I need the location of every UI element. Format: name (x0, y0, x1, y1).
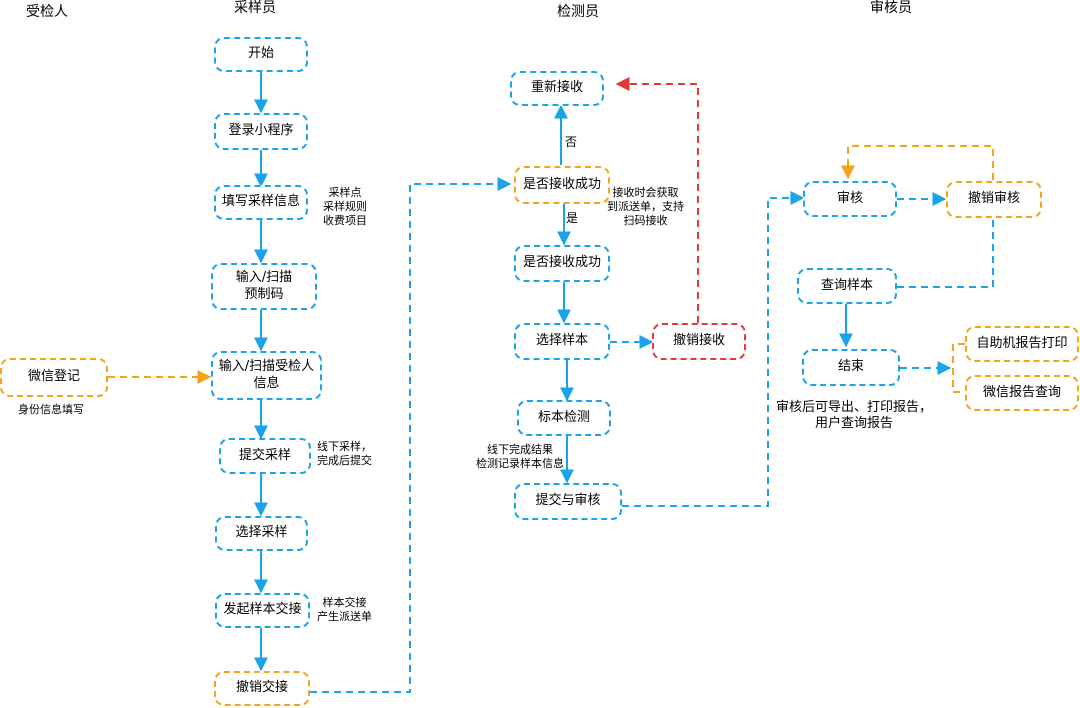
lane-header-reviewer: 审核员 (870, 0, 912, 16)
node-scan-precode[interactable]: 输入/扫描 预制码 (211, 263, 317, 310)
node-re-receive[interactable]: 重新接收 (510, 71, 604, 106)
node-submit-sampling[interactable]: 提交采样 (219, 438, 311, 474)
node-end[interactable]: 结束 (802, 349, 900, 386)
dash-submit-review (622, 191, 805, 507)
bracket-outputs (952, 343, 965, 393)
node-query-sample[interactable]: 查询样本 (797, 268, 897, 304)
note-review-after: 审核后可导出、打印报告， 用户查询报告 (776, 400, 933, 432)
node-wechat-query[interactable]: 微信报告查询 (965, 375, 1079, 411)
node-wechat-register[interactable]: 微信登记 (0, 358, 108, 397)
node-select-sampling[interactable]: 选择采样 (215, 516, 308, 551)
dash-cancelrecv-rereceive (615, 77, 699, 323)
node-kiosk-print[interactable]: 自助机报告打印 (965, 326, 1079, 362)
dash-cancelreview-query (897, 220, 994, 288)
node-select-sample[interactable]: 选择样本 (514, 323, 610, 360)
note-offline-sampling: 线下采样， 完成后提交 (317, 440, 372, 467)
node-review[interactable]: 审核 (803, 181, 897, 217)
note-handover: 样本交接 产生派送单 (317, 596, 372, 623)
label-yes: 是 (566, 211, 579, 225)
node-receive-success-2[interactable]: 是否接收成功 (514, 245, 610, 282)
lane-header-tester: 检测员 (557, 4, 599, 20)
node-submit-review[interactable]: 提交与审核 (514, 483, 622, 520)
dash-cancelreview-review (841, 145, 994, 180)
note-receive-hint: 接收时会获取 到派送单，支持 扫码接收 (607, 186, 684, 227)
node-sample-test[interactable]: 标本检测 (517, 400, 611, 436)
note-identity: 身份信息填写 (18, 403, 84, 416)
lane-header-sampler: 采样员 (234, 0, 276, 16)
note-offline-result: 线下完成结果 检测记录样本信息 (476, 443, 564, 470)
node-start[interactable]: 开始 (214, 37, 308, 72)
node-initiate-handover[interactable]: 发起样本交接 (215, 593, 310, 628)
dash-cancel-to-receive (310, 177, 512, 693)
node-receive-success-1[interactable]: 是否接收成功 (514, 166, 610, 204)
node-login[interactable]: 登录小程序 (214, 113, 308, 150)
node-cancel-review[interactable]: 撤销审核 (946, 181, 1042, 218)
note-sampling-info: 采样点 采样规则 收费项目 (323, 186, 367, 227)
node-fill-info[interactable]: 填写采样信息 (214, 185, 308, 220)
node-cancel-handover[interactable]: 撤销交接 (214, 671, 310, 706)
lane-header-patient: 受检人 (26, 4, 68, 20)
node-scan-patient[interactable]: 输入/扫描受检人 信息 (211, 351, 322, 400)
label-no: 否 (565, 135, 578, 149)
node-cancel-receive[interactable]: 撤销接收 (652, 323, 746, 360)
